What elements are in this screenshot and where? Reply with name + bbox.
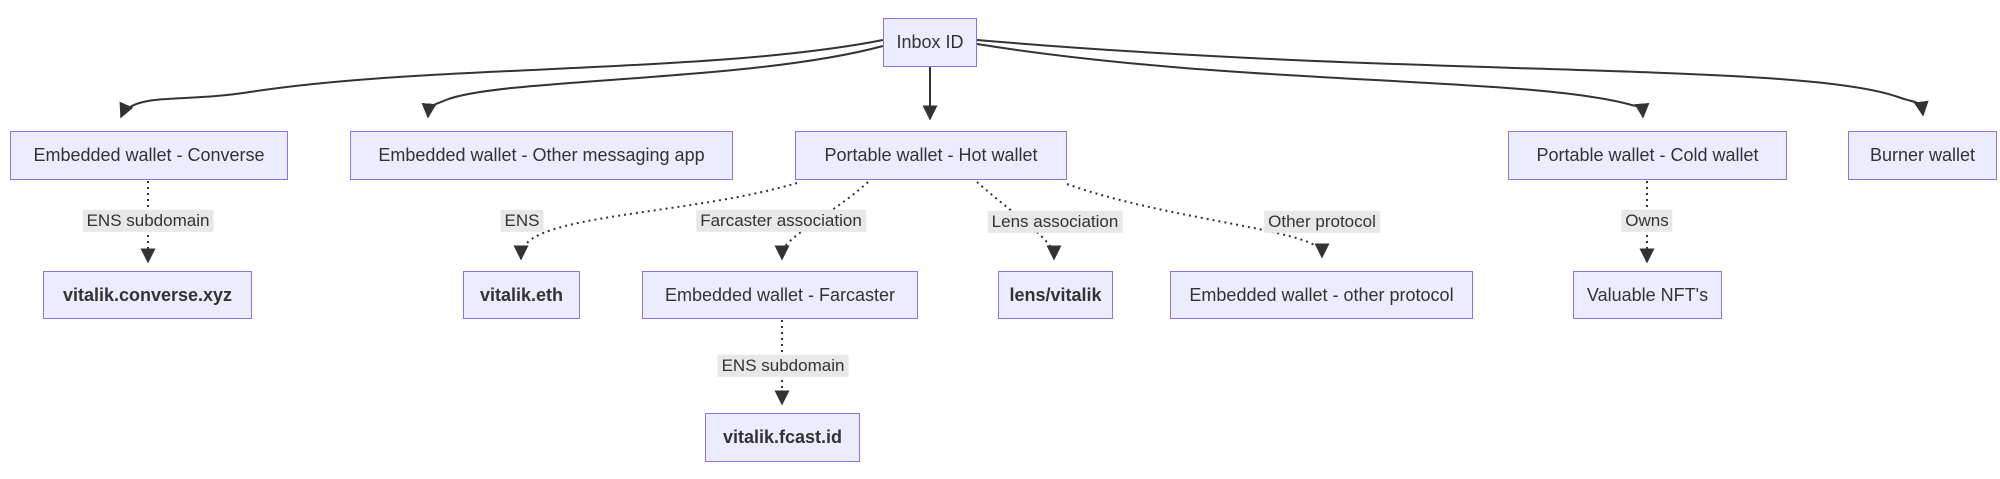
node-portable-wallet-hot-wallet: Portable wallet - Hot wallet: [795, 131, 1067, 180]
edge-inbox-to-other-messaging: [421, 45, 884, 119]
node-embedded-wallet-farcaster: Embedded wallet - Farcaster: [642, 271, 918, 319]
node-embedded-wallet-other-messaging-app: Embedded wallet - Other messaging app: [350, 131, 733, 180]
edge-label-other-protocol: Other protocol: [1264, 210, 1380, 234]
edge-label-ens: ENS: [500, 209, 544, 233]
node-vitalik-eth: vitalik.eth: [463, 271, 580, 319]
edge-hot-to-vitalik-eth: [513, 182, 798, 261]
node-inbox-id: Inbox ID: [883, 18, 977, 67]
edge-inbox-to-cold-wallet: [976, 43, 1650, 119]
edge-hot-to-other-protocol-wallet: [1066, 183, 1330, 259]
edge-hot-to-lens-vitalik: [976, 181, 1062, 261]
edge-label-owns: Owns: [1621, 209, 1673, 233]
node-lens-vitalik: lens/vitalik: [998, 271, 1113, 319]
edge-label-ens-subdomain-converse: ENS subdomain: [82, 209, 214, 233]
node-portable-wallet-cold-wallet: Portable wallet - Cold wallet: [1508, 131, 1787, 180]
node-embedded-wallet-other-protocol: Embedded wallet - other protocol: [1170, 271, 1473, 319]
edge-label-ens-subdomain-farcaster: ENS subdomain: [717, 354, 849, 378]
edge-inbox-to-converse: [119, 39, 884, 119]
edge-inbox-to-burner: [976, 39, 1929, 117]
edge-label-farcaster-association: Farcaster association: [696, 209, 866, 233]
edge-hot-to-farcaster-wallet: [774, 181, 869, 261]
node-valuable-nfts: Valuable NFT's: [1573, 271, 1722, 319]
node-vitalik-converse-xyz: vitalik.converse.xyz: [43, 271, 252, 319]
node-burner-wallet: Burner wallet: [1848, 131, 1997, 180]
edge-label-lens-association: Lens association: [987, 210, 1123, 234]
node-vitalik-fcast-id: vitalik.fcast.id: [705, 413, 860, 462]
node-embedded-wallet-converse: Embedded wallet - Converse: [10, 131, 288, 180]
